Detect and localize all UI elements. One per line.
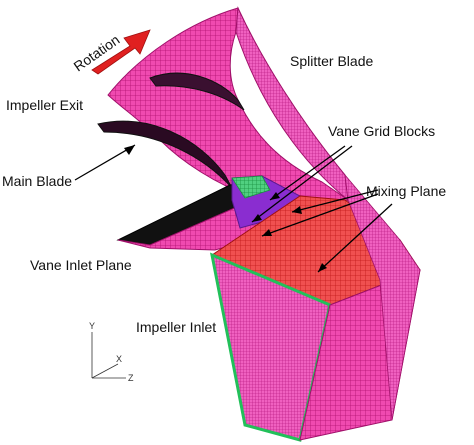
pointer-lines <box>74 144 393 273</box>
coordinate-triad <box>91 332 126 379</box>
impeller-exit-label: Impeller Exit <box>6 97 83 113</box>
main-blade-label: Main Blade <box>2 173 72 189</box>
splitter-blade-mesh <box>149 72 245 111</box>
impeller-inlet-label: Impeller Inlet <box>136 319 216 335</box>
splitter-blade-label: Splitter Blade <box>290 53 373 69</box>
axis-z-label: Z <box>128 373 134 383</box>
vane-inlet-plane-label: Vane Inlet Plane <box>30 257 132 273</box>
axis-y-label: Y <box>89 321 95 331</box>
rotation-arrow-icon <box>91 29 151 75</box>
axis-x-label: X <box>116 354 122 364</box>
vane-grid-blocks-label: Vane Grid Blocks <box>328 123 435 139</box>
vane-grid-blocks-green <box>231 175 271 199</box>
outer-wall-mesh <box>344 173 421 421</box>
mixing-plane-label: Mixing Plane <box>366 183 446 199</box>
